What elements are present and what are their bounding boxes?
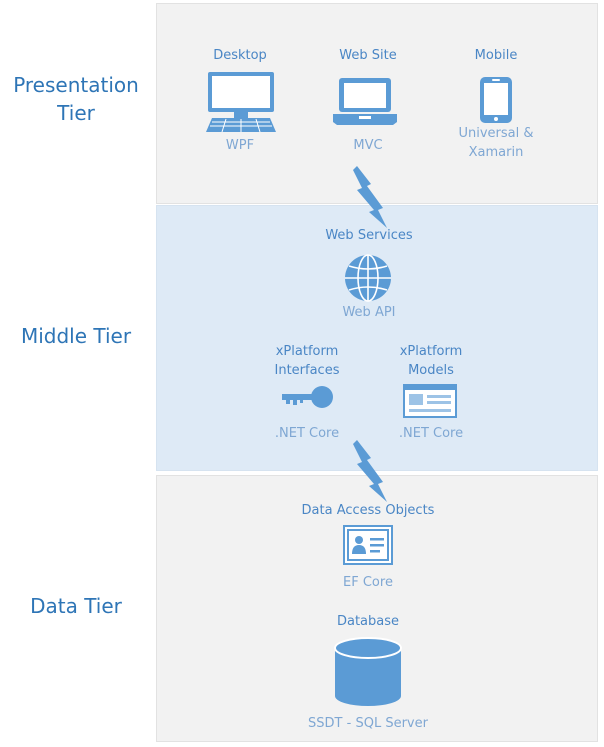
presentation-tier-label: Presentation Tier [0, 71, 152, 127]
desktop-subtitle: WPF [225, 138, 255, 153]
interfaces-title-line1: xPlatform [275, 344, 339, 359]
database-subtitle: SSDT - SQL Server [308, 716, 428, 731]
data-tier-panel [156, 475, 598, 742]
laptop-icon [333, 78, 397, 125]
interfaces-subtitle: .NET Core [274, 426, 340, 441]
dao-title: Data Access Objects [301, 503, 435, 518]
model-card-icon [403, 384, 457, 418]
lightning-bolt-icon-upper [353, 166, 387, 228]
mobile-title: Mobile [474, 48, 518, 63]
models-subtitle: .NET Core [398, 426, 464, 441]
interfaces-title-line2: Interfaces [274, 363, 340, 378]
mobile-subtitle-line1: Universal & [458, 126, 534, 141]
key-icon [282, 386, 333, 408]
mobile-subtitle-line2: Xamarin [468, 145, 524, 160]
presentation-tier-label-line2: Tier [57, 101, 95, 125]
presentation-tier-label-line1: Presentation [13, 73, 139, 97]
id-card-icon [343, 525, 393, 565]
website-title: Web Site [339, 48, 397, 63]
web-services-title: Web Services [325, 228, 413, 243]
database-title: Database [336, 614, 400, 629]
models-title-line1: xPlatform [399, 344, 463, 359]
middle-tier-label: Middle Tier [20, 324, 132, 348]
mobile-phone-icon [480, 77, 512, 123]
dao-subtitle: EF Core [343, 575, 393, 590]
desktop-title: Desktop [213, 48, 267, 63]
data-tier-label: Data Tier [30, 594, 122, 618]
lightning-bolt-icon-lower [353, 440, 387, 502]
desktop-monitor-icon [206, 72, 276, 133]
web-services-subtitle: Web API [342, 305, 396, 320]
middle-tier-panel [156, 205, 598, 471]
website-subtitle: MVC [353, 138, 383, 153]
globe-icon [345, 254, 391, 302]
database-cylinder-icon [334, 637, 402, 706]
models-title-line2: Models [408, 363, 454, 378]
